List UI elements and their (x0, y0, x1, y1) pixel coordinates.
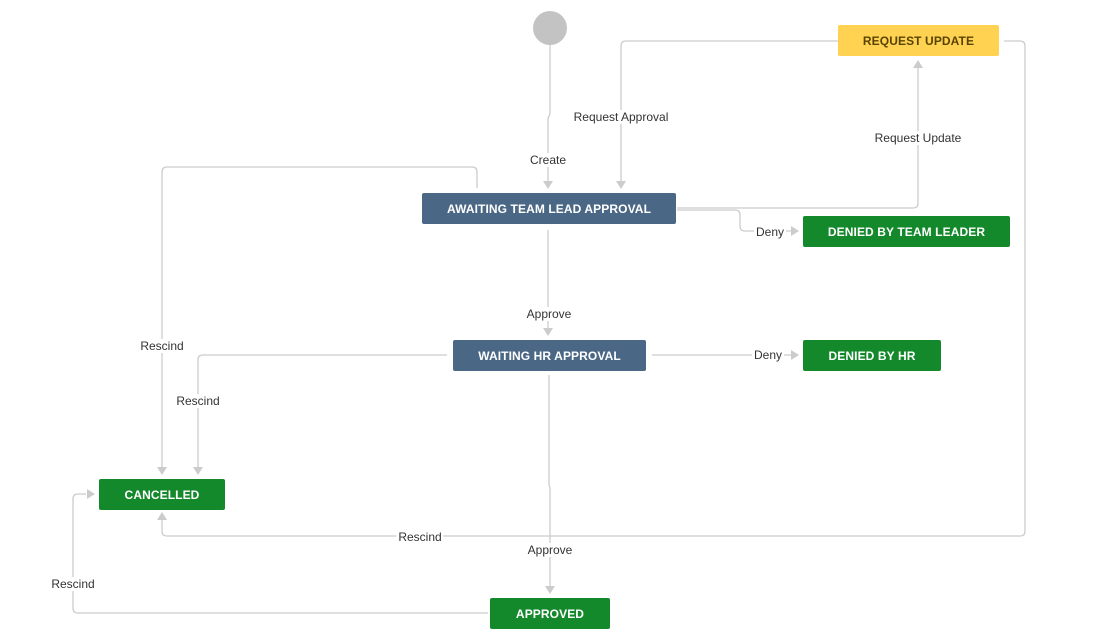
start-node[interactable] (533, 11, 567, 45)
transition-label-create[interactable]: Create (527, 153, 569, 167)
arrowhead (616, 181, 626, 189)
status-awaiting-team-lead-approval[interactable]: AWAITING TEAM LEAD APPROVAL (422, 193, 676, 224)
edge-request-update (677, 66, 919, 209)
transition-label-deny-hr[interactable]: Deny (751, 348, 785, 362)
arrowhead (157, 467, 167, 475)
status-waiting-hr-approval[interactable]: WAITING HR APPROVAL (453, 340, 646, 371)
arrowhead (157, 512, 167, 520)
status-approved[interactable]: APPROVED (490, 598, 610, 629)
transition-label-approve-team-lead[interactable]: Approve (524, 307, 574, 321)
status-request-update[interactable]: REQUEST UPDATE (838, 25, 999, 56)
status-denied-by-team-leader[interactable]: DENIED BY TEAM LEADER (803, 216, 1010, 247)
transition-label-rescind-hr[interactable]: Rescind (174, 394, 222, 408)
arrowhead (913, 60, 923, 68)
edge-rescind-team-lead (161, 166, 478, 468)
status-cancelled[interactable]: CANCELLED (99, 479, 225, 510)
arrowhead (193, 467, 203, 475)
edge-create (547, 45, 551, 182)
transition-label-request-approval[interactable]: Request Approval (571, 110, 671, 124)
edge-approve-hr (548, 375, 551, 587)
edge-rescind-hr (197, 354, 447, 468)
transition-label-rescind-approved[interactable]: Rescind (49, 577, 97, 591)
transition-label-deny-team-lead[interactable]: Deny (753, 225, 787, 239)
arrowhead (791, 226, 799, 236)
transition-label-request-update[interactable]: Request Update (872, 131, 964, 145)
edge-rescind-approved (72, 493, 488, 614)
arrowhead (791, 350, 799, 360)
arrowhead (543, 181, 553, 189)
transition-label-rescind-team-lead[interactable]: Rescind (138, 339, 186, 353)
arrowhead (87, 489, 95, 499)
arrowhead (543, 328, 553, 336)
edge-request-approval (620, 40, 838, 181)
edge-rescind-request-update (161, 40, 1026, 537)
transition-label-rescind-request-update[interactable]: Rescind (396, 530, 444, 544)
edge-deny-team-lead (677, 209, 792, 232)
arrowhead (545, 586, 555, 594)
transition-label-approve-hr[interactable]: Approve (525, 543, 575, 557)
status-denied-by-hr[interactable]: DENIED BY HR (803, 340, 941, 371)
